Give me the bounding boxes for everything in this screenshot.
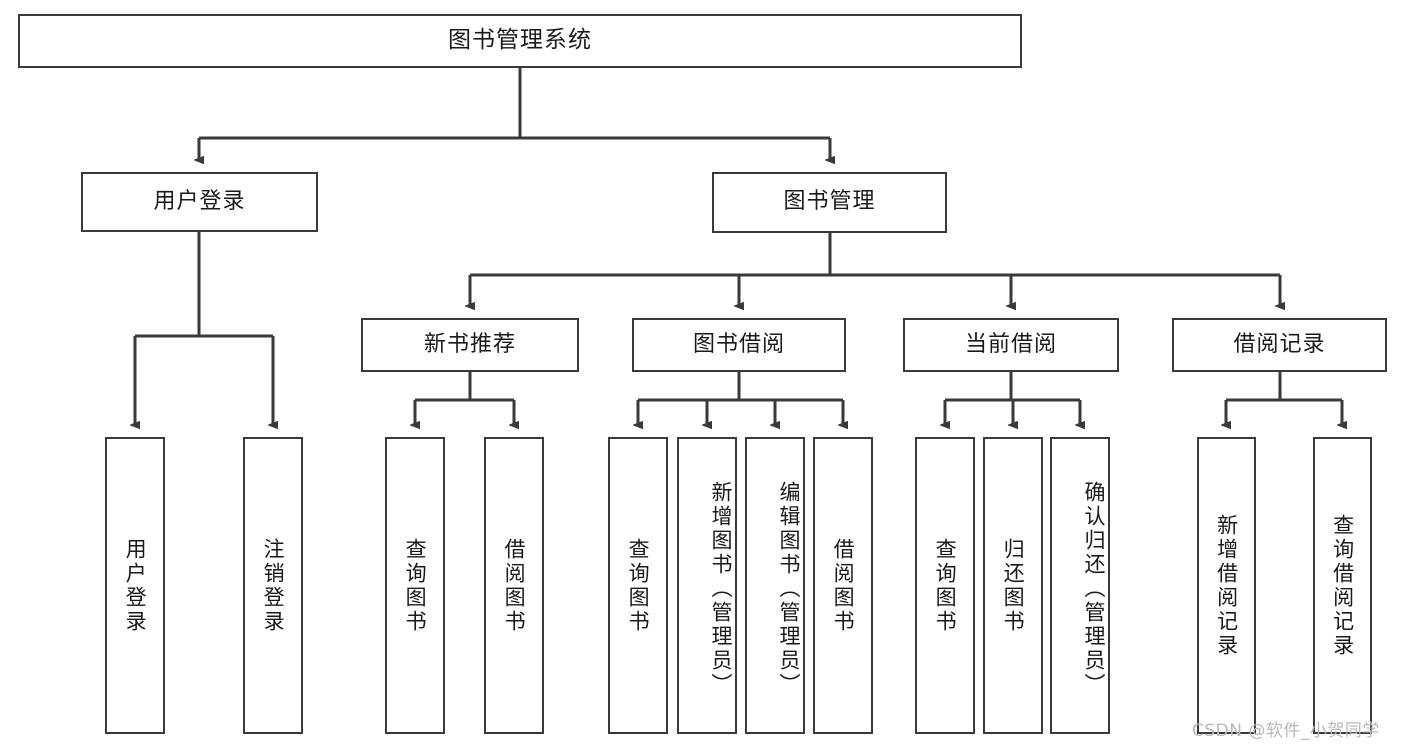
node-current-borrow[interactable]: 当前借阅 xyxy=(903,318,1119,372)
node-leaf-borrow-book-1-label: 借阅图书 xyxy=(502,537,527,634)
node-book-manage[interactable]: 图书管理 xyxy=(712,172,947,233)
node-borrow-record-label: 借阅记录 xyxy=(1233,331,1326,357)
edge-book-manage-to-level3 xyxy=(470,233,1280,306)
node-root-label: 图书管理系统 xyxy=(448,27,592,54)
node-leaf-edit-book-label: 编辑图书（管理员） xyxy=(777,480,801,697)
node-leaf-query-record[interactable]: 查询借阅记录 xyxy=(1313,437,1372,734)
node-user-login[interactable]: 用户登录 xyxy=(81,172,318,232)
node-book-borrow-label: 图书借阅 xyxy=(692,331,785,357)
node-leaf-add-record-label: 新增借阅记录 xyxy=(1214,513,1239,658)
node-leaf-query-book-1-label: 查询图书 xyxy=(403,537,428,634)
node-leaf-query-book-3-label: 查询图书 xyxy=(933,537,958,634)
node-leaf-query-book-3[interactable]: 查询图书 xyxy=(915,437,975,734)
node-leaf-add-book[interactable]: 新增图书（管理员） xyxy=(677,437,737,734)
node-leaf-confirm-return-label: 确认归还（管理员） xyxy=(1082,480,1106,697)
node-leaf-borrow-book-2[interactable]: 借阅图书 xyxy=(813,437,873,734)
node-leaf-add-book-label: 新增图书（管理员） xyxy=(709,480,733,697)
node-current-borrow-label: 当前借阅 xyxy=(964,331,1057,357)
node-book-manage-label: 图书管理 xyxy=(783,189,876,215)
node-leaf-query-book-1[interactable]: 查询图书 xyxy=(385,437,445,734)
edge-current-borrow-to-leaves xyxy=(945,372,1080,425)
node-user-login-label: 用户登录 xyxy=(153,188,246,214)
node-borrow-record[interactable]: 借阅记录 xyxy=(1172,318,1387,372)
edge-user-login-to-leaves xyxy=(135,232,273,425)
edge-root-to-level2 xyxy=(199,68,830,160)
node-leaf-query-book-2[interactable]: 查询图书 xyxy=(608,437,668,734)
node-new-book-recommend[interactable]: 新书推荐 xyxy=(361,318,579,372)
edge-new-book-recommend-to-leaves xyxy=(415,372,514,425)
node-leaf-add-record[interactable]: 新增借阅记录 xyxy=(1197,437,1256,734)
node-root[interactable]: 图书管理系统 xyxy=(18,14,1022,68)
node-leaf-user-login[interactable]: 用户登录 xyxy=(105,437,165,734)
node-leaf-borrow-book-2-label: 借阅图书 xyxy=(831,537,856,634)
node-leaf-logout[interactable]: 注销登录 xyxy=(243,437,303,734)
node-leaf-confirm-return[interactable]: 确认归还（管理员） xyxy=(1050,437,1110,734)
node-leaf-user-login-label: 用户登录 xyxy=(123,537,148,634)
node-new-book-recommend-label: 新书推荐 xyxy=(423,331,516,357)
node-leaf-borrow-book-1[interactable]: 借阅图书 xyxy=(484,437,544,734)
node-leaf-logout-label: 注销登录 xyxy=(261,537,286,634)
edge-book-borrow-to-leaves xyxy=(638,372,843,425)
edge-borrow-record-to-leaves xyxy=(1226,372,1342,425)
node-leaf-query-book-2-label: 查询图书 xyxy=(626,537,651,634)
node-leaf-edit-book[interactable]: 编辑图书（管理员） xyxy=(745,437,805,734)
node-leaf-query-record-label: 查询借阅记录 xyxy=(1330,513,1355,658)
node-book-borrow[interactable]: 图书借阅 xyxy=(632,318,846,372)
node-leaf-return-book[interactable]: 归还图书 xyxy=(983,437,1043,734)
node-leaf-return-book-label: 归还图书 xyxy=(1001,537,1026,634)
